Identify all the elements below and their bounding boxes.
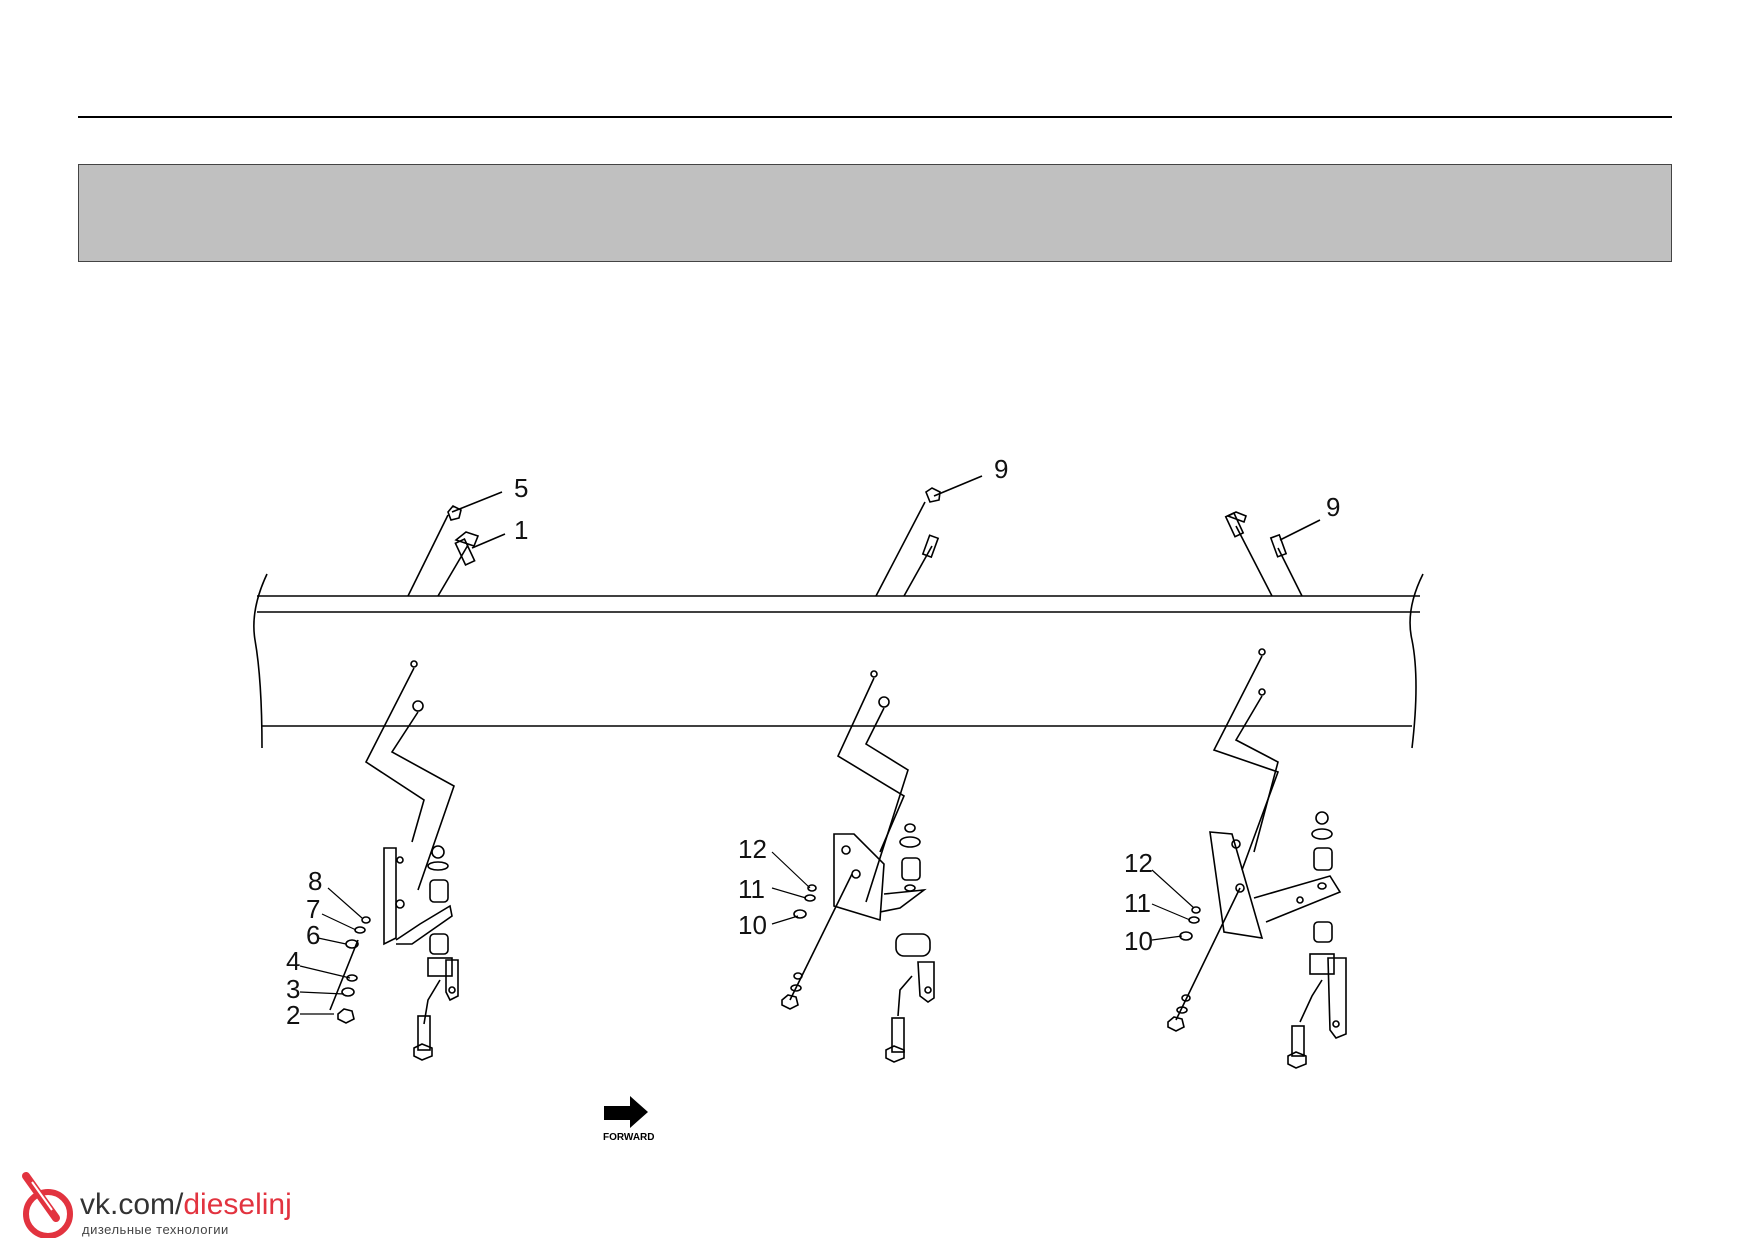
injector-icon <box>22 1172 73 1238</box>
left-top-bolts <box>407 491 506 597</box>
callout-10-middle: 10 <box>738 910 767 940</box>
callout-10-right: 10 <box>1124 926 1153 956</box>
callout-8: 8 <box>308 866 322 896</box>
watermark-site: vk.com/dieselinj <box>80 1188 292 1222</box>
watermark-site-name: dieselinj <box>183 1188 292 1221</box>
middle-top-bolts <box>875 475 983 597</box>
forward-arrow-icon <box>604 1096 648 1128</box>
callout-9-right: 9 <box>1326 492 1340 522</box>
callout-2: 2 <box>286 1000 300 1030</box>
callout-12-middle: 12 <box>738 834 767 864</box>
leader-lines <box>299 851 1195 1015</box>
callout-4: 4 <box>286 946 300 976</box>
header-rule <box>78 116 1672 118</box>
forward-label: FORWARD <box>603 1132 654 1143</box>
middle-bracket <box>781 670 935 1063</box>
callout-5: 5 <box>514 473 528 503</box>
watermark-tagline: дизельные технологии <box>82 1222 229 1237</box>
callout-12-right: 12 <box>1124 848 1153 878</box>
callout-11-middle: 11 <box>738 874 765 904</box>
title-band <box>78 164 1672 262</box>
callout-11-right: 11 <box>1124 888 1151 918</box>
callout-1: 1 <box>514 515 528 545</box>
callout-6: 6 <box>306 920 320 950</box>
dieselinj-logo <box>22 1172 73 1238</box>
callout-7: 7 <box>306 894 320 924</box>
frame-rail <box>253 573 1424 749</box>
left-bracket <box>329 660 459 1061</box>
right-top-bolts <box>1224 511 1321 597</box>
right-bracket <box>1167 648 1347 1069</box>
callout-9-middle: 9 <box>994 454 1008 484</box>
callout-3: 3 <box>286 974 300 1004</box>
watermark-site-prefix: vk.com/ <box>80 1188 184 1221</box>
